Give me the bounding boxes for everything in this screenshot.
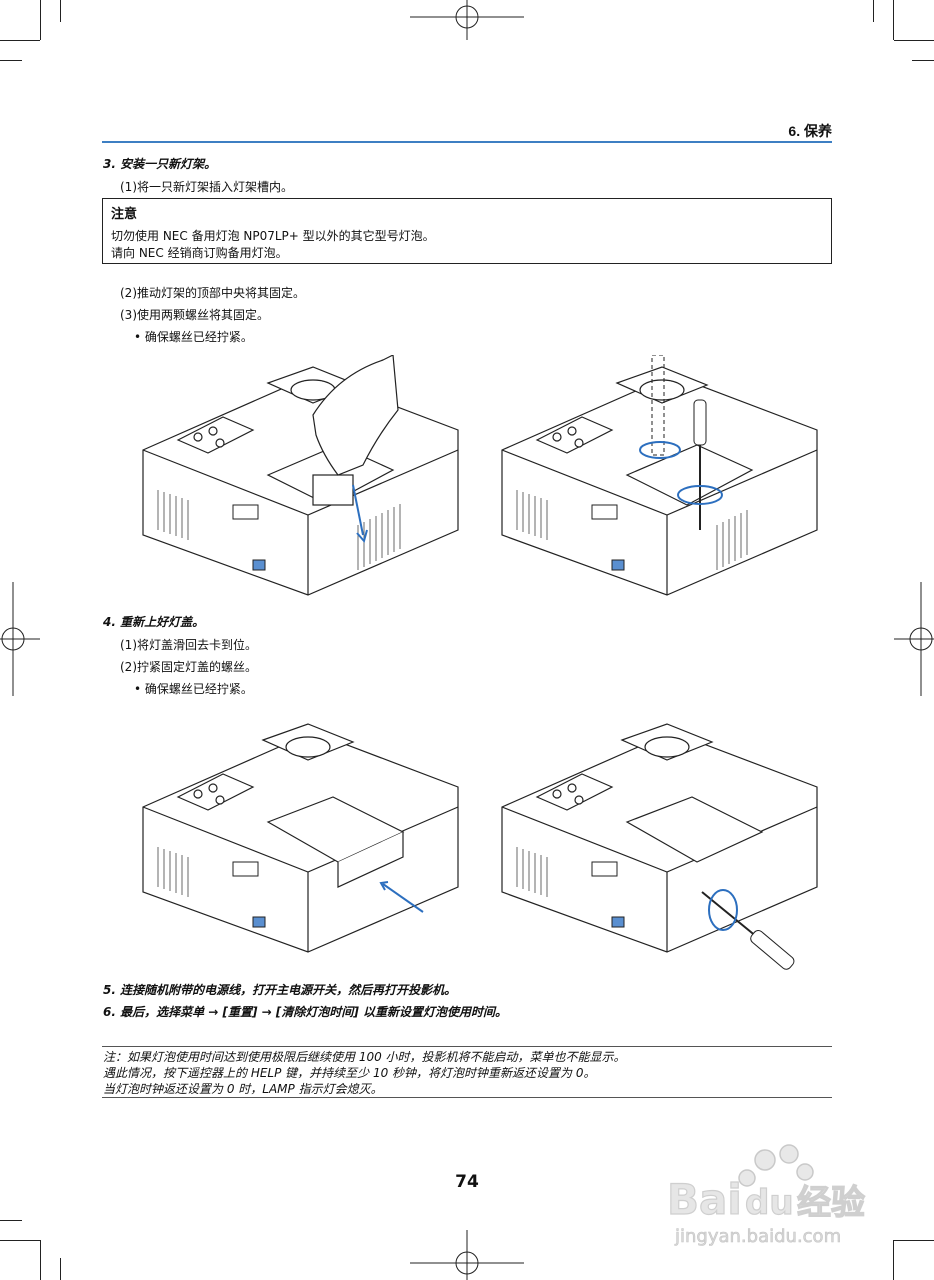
crop-mark — [0, 40, 40, 41]
caution-title: 注意 — [111, 207, 138, 222]
registration-mark-top — [410, 0, 524, 40]
registration-mark-bottom — [410, 1230, 524, 1280]
crop-mark — [60, 1258, 61, 1280]
crop-mark — [893, 1240, 894, 1280]
crop-mark — [40, 1240, 41, 1280]
step-3-sub-2: (2)推动灯架的顶部中央将其固定。 — [120, 286, 305, 300]
crop-mark — [873, 0, 874, 22]
crop-mark — [60, 0, 61, 22]
footnote-line-1: 注：如果灯泡使用时间达到使用极限后继续使用 100 小时，投影机将不能启动，菜单… — [103, 1050, 626, 1064]
page-number: 74 — [455, 1172, 479, 1192]
baidu-jingyan-watermark: Bai du 经验 jingyan.baidu.com — [667, 1144, 866, 1247]
step-5-title: 5. 连接随机附带的电源线，打开主电源开关，然后再打开投影机。 — [103, 983, 457, 997]
crop-mark — [894, 1240, 934, 1241]
registration-mark-left — [0, 582, 40, 696]
header-rule — [102, 141, 832, 143]
footnote-line-2: 遇此情况，按下遥控器上的 HELP 键，并持续至少 10 秒钟，将灯泡时钟重新返… — [103, 1066, 596, 1080]
svg-text:jingyan.baidu.com: jingyan.baidu.com — [674, 1226, 841, 1247]
crop-mark — [0, 1240, 40, 1241]
crop-mark — [0, 1220, 22, 1221]
crop-mark — [0, 60, 22, 61]
caution-box: 注意 切勿使用 NEC 备用灯泡 NP07LP+ 型以外的其它型号灯泡。 请向 … — [102, 198, 832, 264]
step-4-sub-2: (2)拧紧固定灯盖的螺丝。 — [120, 660, 257, 674]
step-3-sub-3: (3)使用两颗螺丝将其固定。 — [120, 308, 269, 322]
svg-text:du: du — [745, 1183, 794, 1223]
caution-line-1: 切勿使用 NEC 备用灯泡 NP07LP+ 型以外的其它型号灯泡。 — [111, 229, 435, 243]
crop-mark — [894, 40, 934, 41]
illustration-tighten-lamp-screws — [501, 355, 818, 596]
step-6-title: 6. 最后，选择菜单 → [重置] → [清除灯泡时间] 以重新设置灯泡使用时间… — [103, 1005, 508, 1019]
step-3-title: 3. 安装一只新灯架。 — [103, 157, 217, 171]
footnote-box: 注：如果灯泡使用时间达到使用极限后继续使用 100 小时，投影机将不能启动，菜单… — [102, 1046, 832, 1098]
step-3-sub-1: (1)将一只新灯架插入灯架槽内。 — [120, 180, 293, 194]
crop-mark — [40, 0, 41, 40]
svg-text:Bai: Bai — [667, 1175, 742, 1224]
section-title: 6. 保养 — [788, 123, 832, 139]
step-4-bullet: • 确保螺丝已经拧紧。 — [134, 682, 253, 696]
crop-mark — [912, 60, 934, 61]
crop-mark — [893, 0, 894, 40]
registration-mark-right — [894, 582, 934, 696]
svg-text:经验: 经验 — [797, 1183, 865, 1223]
illustration-insert-lamp — [142, 355, 459, 596]
illustration-tighten-cover-screw — [501, 723, 818, 970]
step-4-sub-1: (1)将灯盖滑回去卡到位。 — [120, 638, 257, 652]
footnote-line-3: 当灯泡时钟返还设置为 0 时，LAMP 指示灯会熄灭。 — [103, 1082, 383, 1096]
caution-line-2: 请向 NEC 经销商订购备用灯泡。 — [111, 246, 288, 260]
step-4-title: 4. 重新上好灯盖。 — [103, 615, 205, 629]
step-3-bullet: • 确保螺丝已经拧紧。 — [134, 330, 253, 344]
illustration-slide-lamp-cover — [142, 723, 459, 953]
